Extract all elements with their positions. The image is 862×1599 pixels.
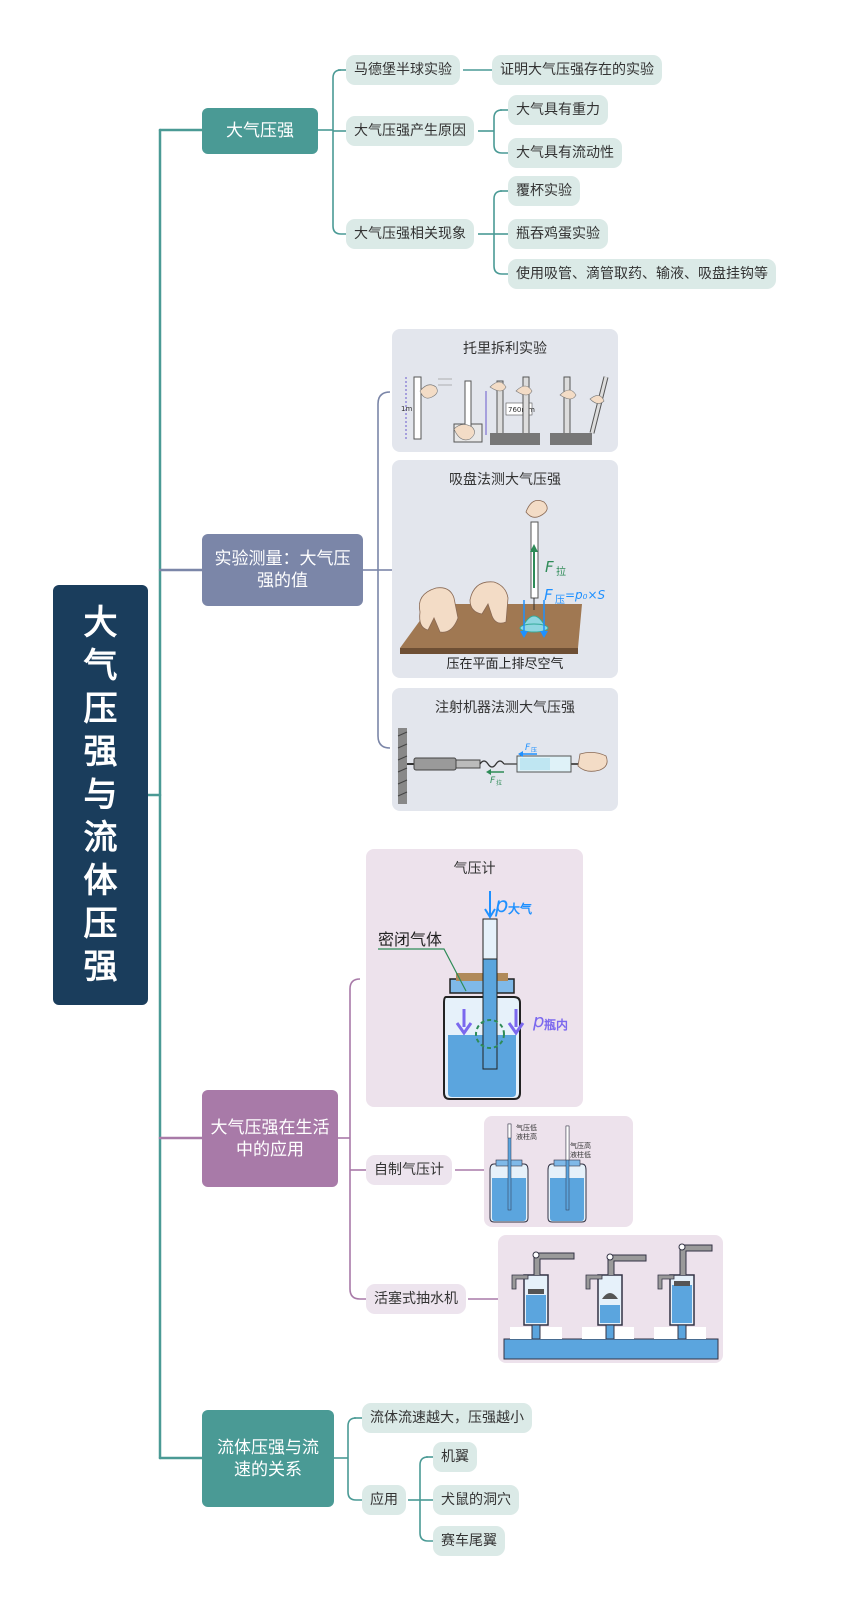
f-press-eq: =p₀×S: [565, 588, 606, 602]
node-magdeburg[interactable]: 马德堡半球实验: [346, 55, 460, 85]
node-piston-pump[interactable]: 活塞式抽水机: [366, 1284, 466, 1314]
diy-barometer-illustration: 气压低 液柱高 气压高 液柱低: [489, 1123, 591, 1223]
panel-diy-barometer[interactable]: 气压低 液柱高 气压高 液柱低: [484, 1116, 633, 1227]
branch-label: 大气压强: [226, 121, 294, 141]
sealed-gas-label: 密闭气体: [378, 930, 442, 949]
node-prairie-dog-burrow[interactable]: 犬鼠的洞穴: [433, 1485, 519, 1515]
node-label: 瓶吞鸡蛋实验: [516, 226, 600, 242]
panel-title: 吸盘法测大气压强: [449, 472, 561, 488]
panel-suction-cup[interactable]: 吸盘法测大气压强 F 拉 F 压 =p₀×S 压在平面上排尽空气: [392, 460, 618, 678]
branch-label: 大气压强在生活中的应用: [210, 1117, 330, 1160]
node-gravity[interactable]: 大气具有重力: [508, 95, 608, 125]
p-bottle-sub: 瓶内: [544, 1017, 568, 1032]
p-atmosphere-sub: 大气: [508, 901, 532, 916]
node-airplane-wing[interactable]: 机翼: [433, 1442, 477, 1472]
node-label: 马德堡半球实验: [354, 62, 452, 78]
suction-cup-illustration: F 拉 F 压 =p₀×S: [400, 499, 606, 654]
torricelli-illustration: 1m 760mm: [401, 376, 609, 445]
syringe-f-press-sub: 压: [531, 747, 537, 754]
height-label: 760mm: [508, 406, 535, 414]
node-label: 使用吸管、滴管取药、输液、吸盘挂钩等: [516, 266, 768, 282]
f-pull-label: F: [545, 558, 554, 576]
node-phenomena[interactable]: 大气压强相关现象: [346, 219, 474, 249]
p-atmosphere-label: p: [494, 893, 508, 917]
node-label: 犬鼠的洞穴: [441, 1492, 511, 1508]
node-label: 大气压强产生原因: [354, 123, 466, 139]
panel-title: 注射机器法测大气压强: [435, 700, 575, 716]
syringe-illustration: F 压 F 拉: [397, 728, 608, 804]
panel-torricelli[interactable]: 托里拆利实验 1m 760mm: [392, 329, 618, 452]
diy-b-line2: 液柱低: [570, 1150, 591, 1159]
branch-atmospheric-pressure[interactable]: 大气压强: [202, 108, 318, 154]
syringe-f-pull-sub: 拉: [496, 779, 502, 787]
node-daily-uses[interactable]: 使用吸管、滴管取药、输液、吸盘挂钩等: [508, 259, 776, 289]
f-pull-sub: 拉: [556, 565, 566, 578]
root-label: 大气压强与流体压强: [83, 602, 118, 987]
root-node[interactable]: 大气压强与流体压强: [53, 585, 148, 1005]
diy-a-line2: 液柱高: [516, 1132, 537, 1141]
node-label: 覆杯实验: [516, 183, 572, 199]
panel-caption: 压在平面上排尽空气: [446, 657, 564, 672]
panel-syringe[interactable]: 注射机器法测大气压强 F 压 F 拉: [392, 688, 618, 811]
barometer-illustration: p 大气 p 瓶内 密闭气体: [378, 891, 568, 1100]
piston-pump-illustration: [503, 1243, 719, 1360]
node-label: 大气压强相关现象: [354, 226, 466, 242]
node-label: 机翼: [441, 1449, 469, 1465]
node-label: 活塞式抽水机: [374, 1291, 458, 1307]
f-press-label: F: [544, 586, 553, 604]
node-race-car-spoiler[interactable]: 赛车尾翼: [433, 1526, 505, 1556]
node-applications[interactable]: 应用: [362, 1485, 406, 1515]
node-bernoulli[interactable]: 流体流速越大，压强越小: [362, 1403, 532, 1433]
panel-title: 托里拆利实验: [463, 341, 547, 357]
node-label: 大气具有重力: [516, 102, 600, 118]
node-proof-experiment[interactable]: 证明大气压强存在的实验: [492, 55, 662, 85]
node-label: 流体流速越大，压强越小: [370, 1410, 524, 1426]
panel-piston-pump[interactable]: [498, 1235, 723, 1363]
f-press-sub: 压: [555, 594, 565, 606]
node-fluidity[interactable]: 大气具有流动性: [508, 138, 622, 168]
diy-b-line1: 气压高: [570, 1141, 591, 1150]
branch-label: 流体压强与流速的关系: [217, 1437, 319, 1480]
node-diy-barometer[interactable]: 自制气压计: [366, 1155, 452, 1185]
panel-title: 气压计: [453, 861, 496, 877]
node-label: 证明大气压强存在的实验: [500, 62, 654, 78]
node-label: 应用: [370, 1492, 398, 1508]
node-label: 大气具有流动性: [516, 145, 614, 161]
node-cause[interactable]: 大气压强产生原因: [346, 116, 474, 146]
diy-a-line1: 气压低: [516, 1123, 537, 1132]
node-bottle-egg[interactable]: 瓶吞鸡蛋实验: [508, 219, 608, 249]
node-label: 自制气压计: [374, 1162, 444, 1178]
syringe-f-pull: F: [490, 776, 496, 786]
node-cup-experiment[interactable]: 覆杯实验: [508, 176, 580, 206]
panel-barometer[interactable]: 气压计 p 大气 p 瓶内 密闭气体: [366, 849, 583, 1107]
p-bottle-label: p: [532, 1011, 544, 1032]
branch-applications[interactable]: 大气压强在生活中的应用: [202, 1090, 338, 1187]
syringe-f-press: F: [525, 743, 531, 753]
branch-measurement[interactable]: 实验测量：大气压强的值: [202, 534, 363, 606]
node-label: 赛车尾翼: [441, 1533, 497, 1549]
branch-fluid-pressure[interactable]: 流体压强与流速的关系: [202, 1410, 334, 1507]
branch-label: 实验测量：大气压强的值: [214, 549, 351, 591]
length-label: 1m: [401, 405, 412, 413]
